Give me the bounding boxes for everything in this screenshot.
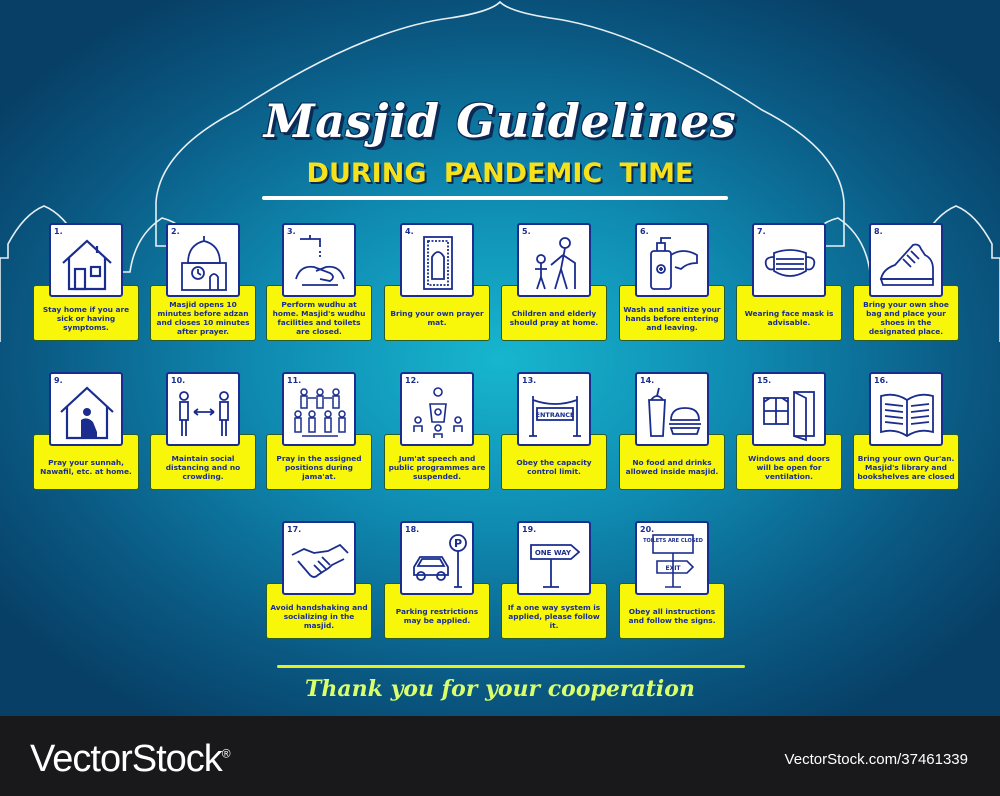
watermark-url: VectorStock.com/37461339 — [784, 751, 968, 768]
page-subtitle: DURING PANDEMIC TIME — [306, 158, 694, 189]
guideline-number: 10. — [171, 376, 186, 385]
child-elderly-icon — [535, 237, 576, 290]
guideline-text: Wearing face mask is advisable. — [744, 309, 834, 327]
toilet-exit-sign-icon: TOILETS ARE CLOSED EXIT — [643, 534, 703, 588]
guideline-icon-box: 3. — [282, 223, 356, 297]
guideline-icon-box: 11. — [282, 372, 356, 446]
guideline-text: Pray in the assigned positions during ja… — [276, 453, 362, 481]
guideline-text: Parking restrictions may be applied. — [395, 607, 479, 625]
wudhu-tap-icon — [295, 235, 345, 286]
page-title: Masjid Guidelines — [263, 94, 737, 148]
guideline-text: Windows and doors will be open for venti… — [748, 453, 830, 481]
guideline-number: 19. — [522, 525, 537, 534]
guideline-icon-box: 16. — [869, 372, 943, 446]
guideline-icon-box: 19. ONE WAY — [517, 521, 591, 595]
guideline-icon-box: 9. — [49, 372, 123, 446]
guideline-icon-box: 13. ENTRANCE — [517, 372, 591, 446]
guideline-text: Jum'at speech and public programmes are … — [388, 453, 486, 481]
guideline-number: 12. — [405, 376, 420, 385]
guideline-icon-box: 6. — [635, 223, 709, 297]
guideline-icon-box: 5. — [517, 223, 591, 297]
guideline-number: 16. — [874, 376, 889, 385]
guideline-text: Maintain social distancing and no crowdi… — [165, 453, 241, 481]
guideline-icon-box: 18. P — [400, 521, 474, 595]
guideline-icon-box: 4. — [400, 223, 474, 297]
guideline-text: Pray your sunnah, Nawafil, etc. at home. — [40, 458, 132, 476]
guideline-icon-box: 1. — [49, 223, 123, 297]
watermark-brand: VectorStock® — [30, 738, 231, 781]
food-drink-icon — [648, 387, 701, 437]
guideline-number: 11. — [287, 376, 302, 385]
guideline-icon-box: 17. — [282, 521, 356, 595]
guideline-number: 18. — [405, 525, 420, 534]
guideline-text: Children and elderly should pray at home… — [509, 309, 599, 327]
guideline-number: 17. — [287, 525, 302, 534]
guideline-number: 9. — [54, 376, 63, 385]
speech-podium-icon — [413, 387, 463, 438]
guideline-icon-box: 10. — [166, 372, 240, 446]
hand-sanitizer-icon — [650, 237, 698, 290]
guideline-text: Avoid handshaking and socializing in the… — [270, 602, 368, 630]
guideline-text: Masjid opens 10 minutes before adzan and… — [156, 300, 250, 336]
guideline-text: If a one way system is applied, please f… — [507, 602, 601, 630]
guideline-text: Bring your own shoe bag and place your s… — [863, 300, 949, 336]
footer-divider — [277, 665, 745, 668]
watermark-reg-mark: ® — [221, 746, 231, 761]
toilet-sign-text: TOILETS ARE CLOSED — [643, 538, 703, 544]
parking-car-icon: P — [413, 534, 467, 588]
guideline-icon-box: 2. — [166, 223, 240, 297]
guideline-number: 13. — [522, 376, 537, 385]
house-icon — [62, 239, 112, 291]
guideline-number: 20. — [640, 525, 655, 534]
watermark-brand-text: VectorStock — [30, 738, 223, 780]
one-way-sign-text: ONE WAY — [535, 549, 572, 557]
one-way-sign-icon: ONE WAY — [530, 544, 581, 588]
watermark-bar: VectorStock® VectorStock.com/37461339 — [0, 716, 1000, 796]
guideline-icon-box: 8. — [869, 223, 943, 297]
guideline-text: Bring your own prayer mat. — [390, 309, 484, 327]
guideline-text: Obey all instructions and follow the sig… — [628, 607, 716, 625]
prayer-mat-icon — [423, 236, 453, 290]
guideline-icon-box: 14. — [635, 372, 709, 446]
shoe-icon — [879, 243, 934, 286]
guideline-icon-box: 15. — [752, 372, 826, 446]
assigned-positions-icon — [294, 388, 346, 437]
title-divider — [262, 196, 728, 200]
open-book-icon — [880, 393, 934, 438]
masjid-clock-icon — [181, 236, 227, 291]
guideline-text: No food and drinks allowed inside masjid… — [625, 458, 719, 476]
guideline-text: Perform wudhu at home. Masjid's wudhu fa… — [272, 300, 366, 336]
thank-you-message: Thank you for your cooperation — [305, 676, 695, 702]
entrance-sign-text: ENTRANCE — [536, 411, 575, 419]
guideline-text: Obey the capacity control limit. — [516, 458, 592, 476]
parking-sign-text: P — [454, 537, 462, 550]
guideline-text: Wash and sanitize your hands before ente… — [623, 304, 721, 332]
guideline-icon-box: 20. TOILETS ARE CLOSED EXIT — [635, 521, 709, 595]
home-prayer-icon — [60, 386, 114, 440]
entrance-barrier-icon: ENTRANCE — [529, 396, 581, 437]
guideline-number: 14. — [640, 376, 655, 385]
social-distance-icon — [179, 391, 229, 436]
guideline-icon-box: 7. — [752, 223, 826, 297]
exit-sign-text: EXIT — [665, 565, 681, 572]
guideline-number: 15. — [757, 376, 772, 385]
guideline-icon-box: 12. — [400, 372, 474, 446]
window-door-icon — [763, 391, 815, 442]
handshake-icon — [291, 543, 349, 578]
guideline-text: Bring your own Qur'an. Masjid's library … — [857, 453, 955, 481]
face-mask-icon — [764, 249, 816, 277]
guideline-text: Stay home if you are sick or having symp… — [42, 304, 130, 332]
